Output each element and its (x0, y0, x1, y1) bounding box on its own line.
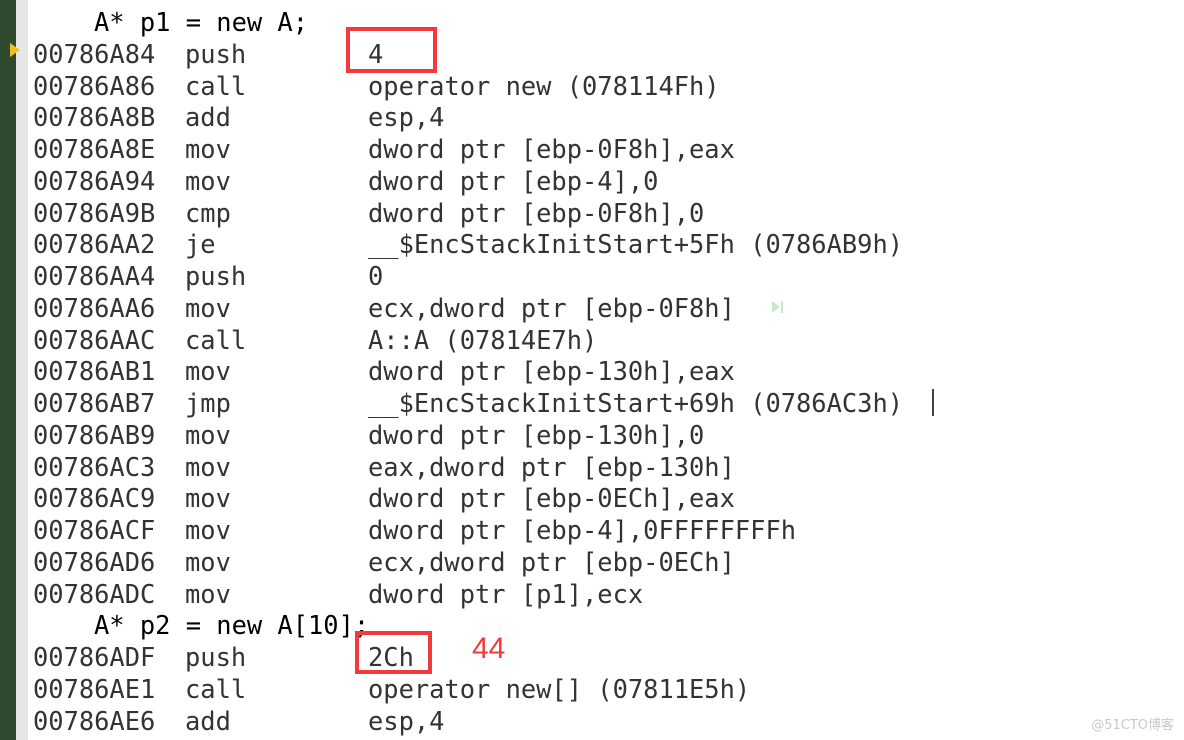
mnemonic: add (185, 705, 231, 736)
run-to-cursor-icon[interactable] (772, 300, 784, 314)
operand: ecx,dword ptr [ebp-0F8h] (368, 292, 735, 323)
operand: operator new (078114Fh) (368, 70, 720, 101)
text-cursor (932, 389, 934, 416)
mnemonic: mov (185, 515, 231, 545)
mnemonic: mov (185, 134, 231, 164)
highlight-box-push-4 (346, 27, 437, 73)
operand: eax,dword ptr [ebp-130h] (368, 451, 735, 482)
address: 00786AAC (33, 324, 156, 355)
address: 00786A84 (33, 38, 156, 69)
operand: dword ptr [ebp-130h],0 (368, 419, 705, 450)
mnemonic: mov (185, 483, 231, 514)
highlight-box-push-2ch (355, 631, 432, 674)
address: 00786A9B (33, 197, 156, 228)
breakpoint-gutter[interactable] (16, 0, 28, 740)
address: 00786A8B (33, 102, 156, 133)
operand: dword ptr [ebp-130h],eax (368, 356, 735, 387)
address: 00786ADC (33, 578, 156, 609)
mnemonic: push (185, 261, 247, 291)
watermark: @51CTO博客 (1091, 718, 1174, 733)
operand: dword ptr [p1],ecx (368, 578, 644, 609)
mnemonic: mov (185, 419, 231, 450)
operand: 0 (368, 261, 384, 291)
left-edge-strip (0, 0, 16, 740)
operand: dword ptr [ebp-4],0FFFFFFFFh (368, 515, 797, 545)
source-text: A* p1 = new A; (94, 7, 309, 37)
address: 00786AE6 (33, 705, 156, 736)
operand: esp,4 (368, 705, 445, 736)
mnemonic: mov (185, 578, 231, 609)
mnemonic: jmp (185, 388, 231, 418)
mnemonic: mov (185, 451, 231, 482)
address: 00786AA6 (33, 292, 156, 323)
address: 00786AB1 (33, 356, 156, 387)
operand: 4 (368, 38, 384, 69)
address: 00786AB9 (33, 419, 156, 450)
operand: 2Ch (368, 642, 414, 672)
operand: __$EncStackInitStart+5Fh (0786AB9h) (368, 229, 904, 260)
operand: esp,4 (368, 102, 445, 133)
address: 00786AC3 (33, 451, 156, 482)
mnemonic: add (185, 102, 231, 133)
mnemonic: call (185, 673, 247, 704)
source-text: A* p2 = new A[10]; (94, 610, 370, 641)
address: 00786AB7 (33, 388, 156, 418)
mnemonic: push (185, 38, 247, 69)
mnemonic: mov (185, 165, 231, 196)
mnemonic: mov (185, 292, 231, 323)
mnemonic: mov (185, 356, 231, 387)
mnemonic: push (185, 642, 247, 672)
operand: dword ptr [ebp-0ECh],eax (368, 483, 735, 514)
address: 00786ADF (33, 642, 156, 672)
operand: dword ptr [ebp-0F8h],0 (368, 197, 705, 228)
mnemonic: je (185, 229, 216, 260)
mnemonic: call (185, 324, 247, 355)
current-instruction-arrow-icon (10, 43, 20, 57)
operand: dword ptr [ebp-0F8h],eax (368, 134, 735, 164)
mnemonic: call (185, 70, 247, 101)
address: 00786AA2 (33, 229, 156, 260)
operand: __$EncStackInitStart+69h (0786AC3h) (368, 388, 904, 418)
operand: A::A (07814E7h) (368, 324, 598, 355)
address: 00786AA4 (33, 261, 156, 291)
address: 00786A94 (33, 165, 156, 196)
address: 00786AD6 (33, 546, 156, 577)
annotation-44: 44 (472, 632, 506, 665)
address: 00786AC9 (33, 483, 156, 514)
address: 00786AE1 (33, 673, 156, 704)
mnemonic: cmp (185, 197, 231, 228)
address: 00786ACF (33, 515, 156, 545)
address: 00786A86 (33, 70, 156, 101)
operand: dword ptr [ebp-4],0 (368, 165, 659, 196)
mnemonic: mov (185, 546, 231, 577)
address: 00786A8E (33, 134, 156, 164)
operand: ecx,dword ptr [ebp-0ECh] (368, 546, 735, 577)
operand: operator new[] (07811E5h) (368, 673, 751, 704)
